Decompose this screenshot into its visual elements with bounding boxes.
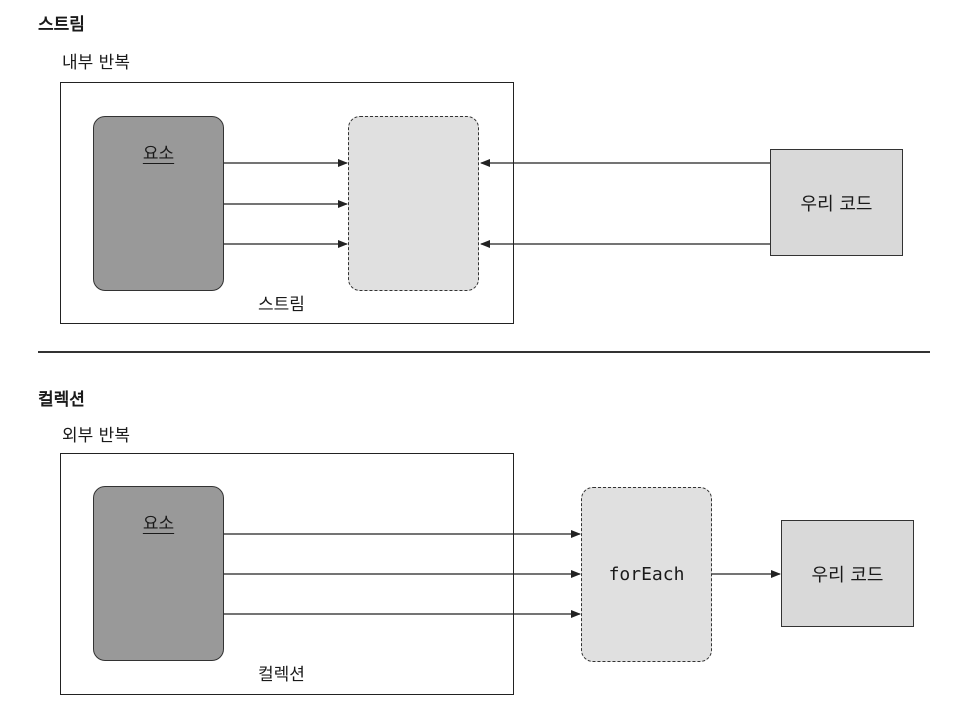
collection-container-label: 컬렉션 xyxy=(258,665,305,685)
section-divider xyxy=(38,351,930,353)
collection-our-code-label: 우리 코드 xyxy=(811,564,884,586)
stream-section-subtitle: 내부 반복 xyxy=(62,53,130,73)
stream-container-label: 스트림 xyxy=(258,295,305,315)
collection-foreach-box: forEach xyxy=(581,487,712,662)
stream-section-title: 스트림 xyxy=(38,15,85,35)
collection-elements-box: 요소 xyxy=(93,486,224,661)
foreach-label: forEach xyxy=(608,564,685,585)
stream-our-code-label: 우리 코드 xyxy=(800,193,873,215)
collection-section-subtitle: 외부 반복 xyxy=(62,426,130,446)
collection-our-code-box: 우리 코드 xyxy=(781,520,914,627)
stream-elements-box: 요소 xyxy=(93,116,224,291)
stream-our-code-box: 우리 코드 xyxy=(770,149,903,256)
stream-internal-iterator-box xyxy=(348,116,479,291)
collection-elements-label: 요소 xyxy=(142,514,175,534)
stream-elements-label: 요소 xyxy=(142,144,175,164)
collection-section-title: 컬렉션 xyxy=(38,390,85,410)
